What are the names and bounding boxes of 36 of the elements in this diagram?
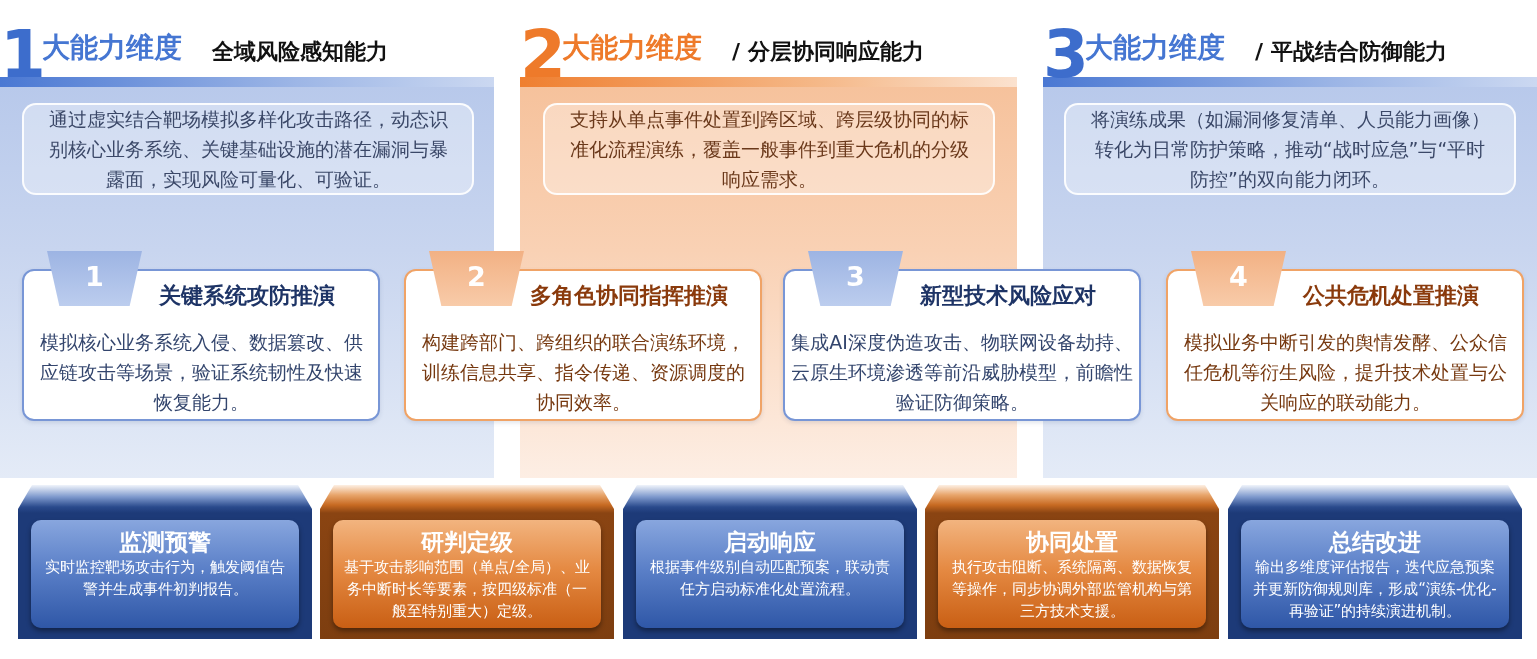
heading-subtitle: 全域风险感知能力 [212,38,388,66]
tab-number: 3 [846,262,865,292]
step-description: 执行攻击阻断、系统隔离、数据恢复等操作，同步协调外部监管机构与第三方技术支援。 [951,557,1193,622]
description-text: 将演练成果（如漏洞修复清单、人员能力画像）转化为日常防护策略，推动“战时应急”与“平时防控”的双向能力闭环。 [1089,107,1491,192]
tab-number: 2 [467,262,486,292]
card-title: 新型技术风险应对 [920,282,1096,310]
step-frame [925,485,1219,639]
step-frame [18,485,312,639]
card-description: 模拟核心业务系统入侵、数据篡改、供应链攻击等场景，验证系统韧性及快速恢复能力。 [38,330,364,415]
description-text: 支持从单点事件处置到跨区域、跨层级协同的标准化流程演练，覆盖一般事件到重大危机的分级响应需求。 [568,107,970,192]
tab-number: 1 [85,262,104,292]
step-title: 启动响应 [724,528,816,556]
step-title: 总结改进 [1329,528,1421,556]
step-frame [1228,485,1522,639]
step-title: 监测预警 [119,528,211,556]
step-description: 输出多维度评估报告，迭代应急预案并更新防御规则库，形成“演练-优化-再验证”的持续演进机制。 [1252,557,1498,622]
card-title: 多角色协同指挥推演 [530,282,728,310]
description-card [1064,103,1516,195]
card-title: 关键系统攻防推演 [159,282,335,310]
card-description: 集成AI深度伪造攻击、物联网设备劫持、云原生环境渗透等前沿威胁模型，前瞻性验证防御策略。 [790,330,1134,415]
step-description: 实时监控靶场攻击行为，触发阈值告警并生成事件初判报告。 [44,557,286,600]
heading-subtitle: / 平战结合防御能力 [1255,38,1447,66]
description-text: 通过虚实结合靶场模拟多样化攻击路径，动态识别核心业务系统、关键基础设施的潜在漏洞与暴露面，实现风险可量化、可验证。 [47,107,449,192]
heading-subtitle: / 分层协同响应能力 [732,38,924,66]
card-description: 模拟业务中断引发的舆情发酵、公众信任危机等衍生风险，提升技术处置与公关响应的联动能力。 [1182,330,1508,415]
card-title: 公共危机处置推演 [1303,282,1479,310]
step-frame [623,485,917,639]
card-description: 构建跨部门、跨组织的联合演练环境，训练信息共享、指令传递、资源调度的协同效率。 [420,330,746,415]
step-frame [320,485,614,639]
description-card [543,103,995,195]
description-card [22,103,474,195]
step-title: 研判定级 [421,528,513,556]
tab-number: 4 [1229,262,1248,292]
step-description: 基于攻击影响范围（单点/全局）、业务中断时长等要素，按四级标准（一般至特别重大）定级。 [343,557,591,622]
step-description: 根据事件级别自动匹配预案，联动责任方启动标准化处置流程。 [649,557,891,600]
step-title: 协同处置 [1026,528,1118,556]
